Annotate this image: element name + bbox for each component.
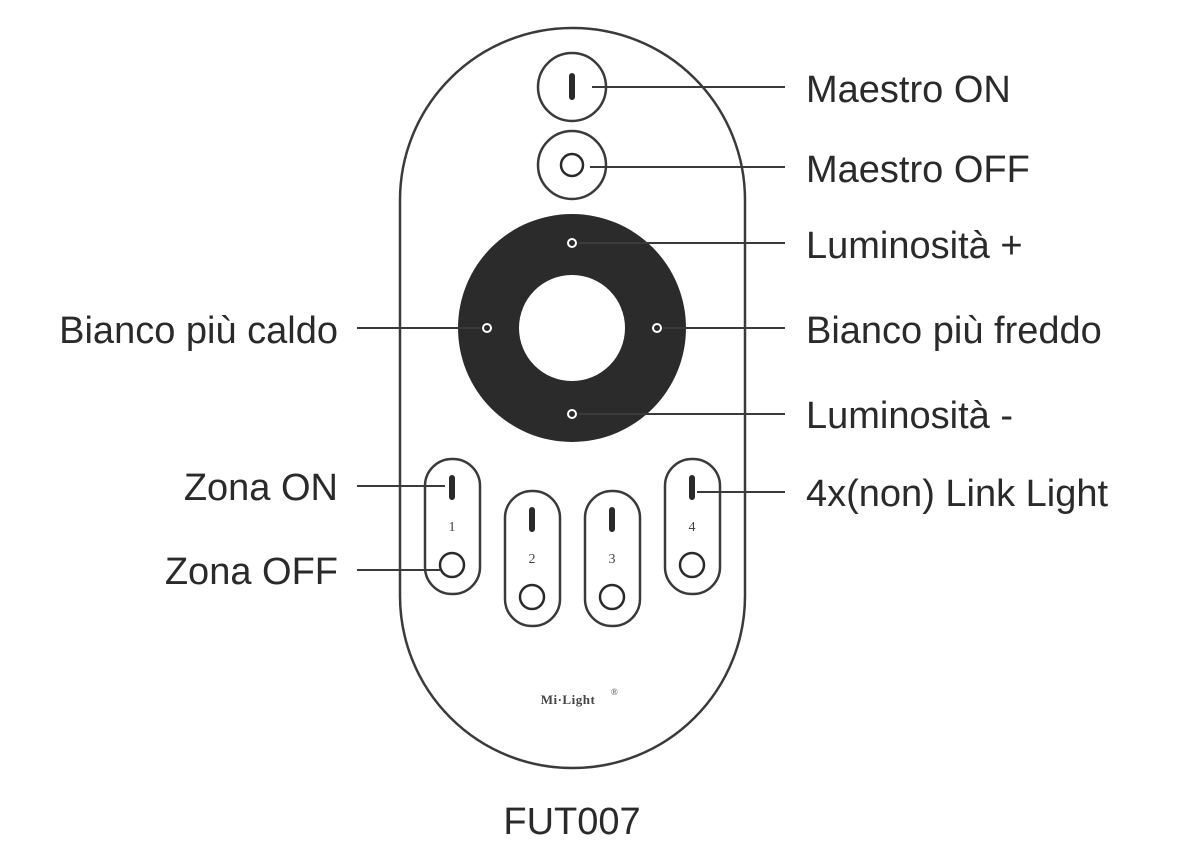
cooler-white-dot[interactable]	[653, 324, 661, 332]
zone-2-button-pair[interactable]: 2	[505, 491, 560, 626]
brightness-down-dot[interactable]	[568, 410, 576, 418]
label-zone-on: Zona ON	[184, 467, 338, 509]
registered-mark: ®	[611, 687, 618, 697]
zone-2-number: 2	[529, 552, 536, 567]
label-zone-off: Zona OFF	[165, 551, 338, 593]
label-link-light: 4x(non) Link Light	[806, 473, 1109, 515]
label-cooler-white: Bianco più freddo	[806, 310, 1102, 352]
label-master-off: Maestro OFF	[806, 149, 1030, 191]
off-circle-icon	[561, 154, 583, 176]
label-warmer-white: Bianco più caldo	[59, 310, 338, 352]
zone-3-on-bar-icon	[609, 507, 615, 532]
brand-logo: Mi·Light	[541, 692, 596, 707]
zone-4-button-pair[interactable]: 4	[665, 459, 720, 594]
zone-3-button-pair[interactable]: 3	[585, 491, 640, 626]
zone-2-off-circle-icon	[520, 585, 544, 609]
zone-1-off-circle-icon	[440, 553, 464, 577]
brightness-up-dot[interactable]	[568, 239, 576, 247]
zone-3-off-circle-icon	[600, 585, 624, 609]
touch-wheel[interactable]	[458, 214, 686, 442]
zone-1-on-bar-icon	[449, 475, 455, 500]
label-brightness-down: Luminosità -	[806, 395, 1013, 437]
label-master-on: Maestro ON	[806, 69, 1011, 111]
label-brightness-up: Luminosità +	[806, 225, 1023, 267]
zone-1-button-pair[interactable]: 1	[425, 459, 480, 594]
zone-3-number: 3	[609, 552, 616, 567]
zone-4-off-circle-icon	[680, 553, 704, 577]
zone-4-number: 4	[689, 520, 696, 535]
master-off-button[interactable]	[538, 131, 606, 199]
zone-2-on-bar-icon	[529, 507, 535, 532]
zone-1-number: 1	[449, 520, 456, 535]
on-bar-icon	[569, 73, 575, 100]
warmer-white-dot[interactable]	[483, 324, 491, 332]
zone-4-on-bar-icon	[689, 475, 695, 500]
model-caption: FUT007	[503, 801, 640, 843]
